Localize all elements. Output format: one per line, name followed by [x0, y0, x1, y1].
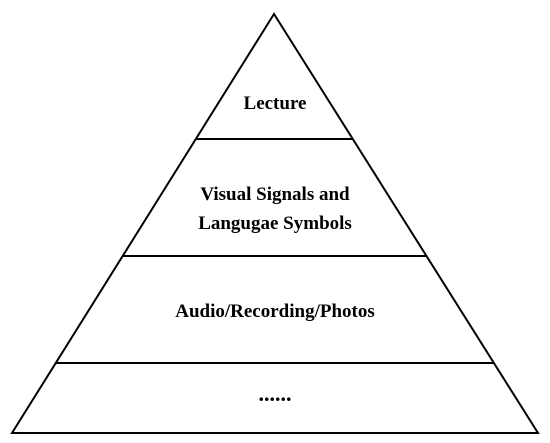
tier-2-label-line-1: Visual Signals and: [200, 184, 350, 205]
tier-2-label-line-2: Langugae Symbols: [198, 213, 352, 234]
pyramid-outline: [10, 12, 540, 434]
tier-1-label: Lecture: [244, 93, 307, 114]
tier-3-label: Audio/Recording/Photos: [175, 301, 375, 322]
tier-4-ellipsis: ......: [259, 381, 292, 406]
